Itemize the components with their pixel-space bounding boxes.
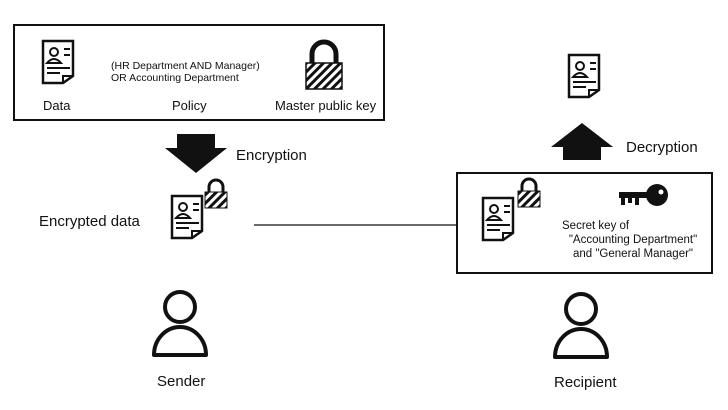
- person-icon: [553, 292, 609, 359]
- data-label: Data: [43, 98, 71, 113]
- recipient-label: Recipient: [554, 374, 617, 391]
- secret-key-line-3: and "General Manager": [572, 248, 694, 260]
- encryption-label: Encryption: [236, 147, 307, 164]
- secret-key-line-1: Secret key of: [562, 220, 630, 232]
- decryption-label: Decryption: [626, 139, 698, 156]
- document-icon: [41, 39, 75, 85]
- policy-line-2: OR Accounting Department: [111, 72, 239, 84]
- key-icon: [619, 184, 668, 206]
- secret-key-line-2: "Accounting Department": [568, 234, 698, 246]
- padlock-icon: [305, 39, 343, 90]
- secret-key-text: Secret key of "Accounting Department" an…: [560, 219, 706, 261]
- policy-text: (HR Department AND Manager) OR Accountin…: [111, 60, 260, 84]
- padlock-icon: [517, 177, 541, 208]
- arrow-down-icon: [165, 134, 227, 173]
- encrypted-data-label: Encrypted data: [39, 213, 140, 230]
- document-icon: [481, 196, 515, 242]
- padlock-icon: [204, 178, 228, 209]
- arrow-up-icon: [551, 123, 613, 160]
- master-public-key-label: Master public key: [275, 98, 377, 113]
- document-icon: [567, 53, 601, 99]
- person-icon: [152, 290, 208, 357]
- transfer-arrow: [254, 219, 476, 231]
- policy-line-1: (HR Department AND Manager): [111, 60, 260, 72]
- document-icon: [170, 194, 204, 240]
- policy-label: Policy: [172, 98, 207, 113]
- sender-label: Sender: [157, 373, 206, 390]
